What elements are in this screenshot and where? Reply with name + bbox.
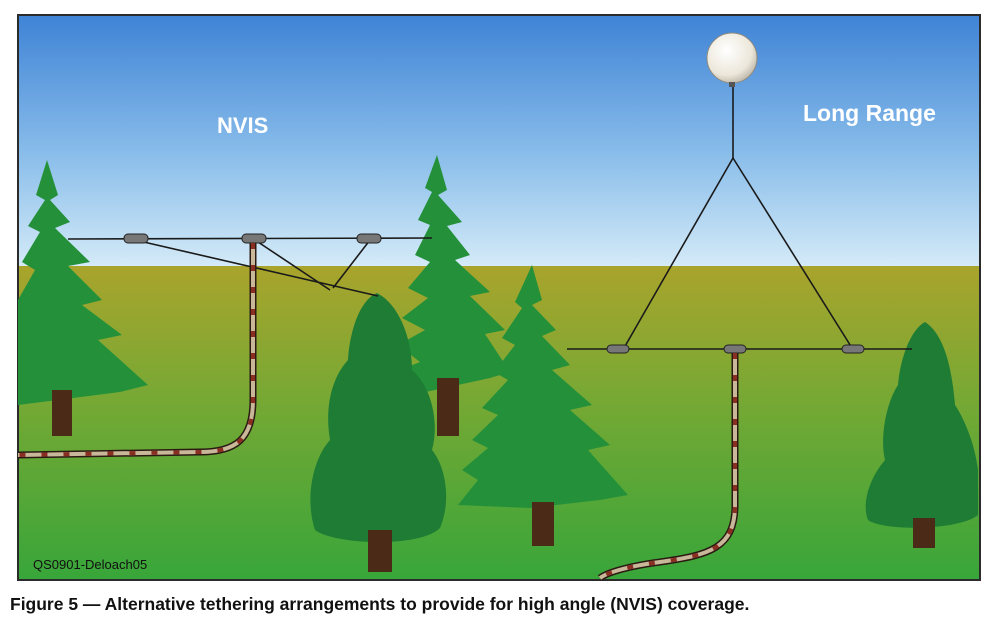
tree-right-dark	[865, 322, 978, 548]
figure-border	[17, 14, 981, 581]
balloon	[706, 32, 758, 87]
figure-caption: Figure 5 — Alternative tethering arrange…	[10, 594, 750, 614]
sky	[18, 15, 980, 268]
nvis-insulators	[123, 233, 382, 244]
figure-credit: QS0901-Deloach05	[33, 557, 148, 572]
tree-center-back	[395, 155, 510, 436]
nvis-coax-feedline	[17, 243, 257, 459]
tree-center-dark	[310, 293, 447, 572]
long-range-coax-feedline	[597, 353, 739, 581]
tree-left	[18, 160, 148, 436]
long-range-label: Long Range	[803, 100, 936, 126]
nvis-label: NVIS	[217, 113, 269, 138]
tree-right-center	[458, 265, 628, 546]
